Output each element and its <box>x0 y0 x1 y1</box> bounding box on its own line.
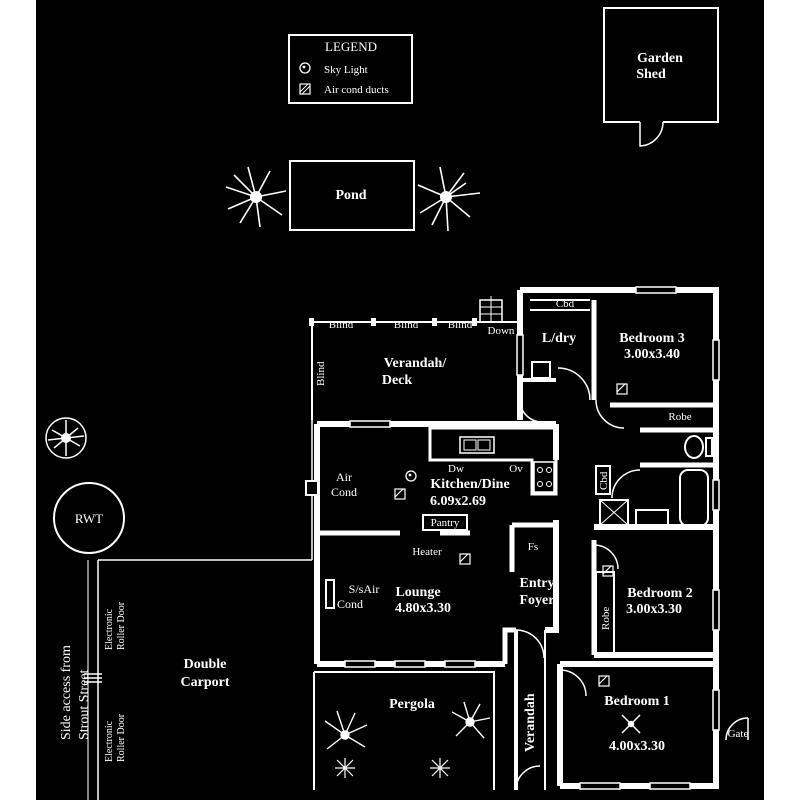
side-access-label-2: Strout Street <box>77 670 92 740</box>
air-cond-label-1: Air <box>336 470 352 484</box>
plan-background <box>36 0 764 800</box>
roller-door-bottom-label-1: Electronic <box>104 720 115 762</box>
tree-icon <box>45 417 87 459</box>
cbd-label: Cbd <box>556 298 575 310</box>
blind-label: Blind <box>394 319 419 331</box>
garden-shed: Garden Shed <box>603 7 719 147</box>
side-access-label-1: Side access from <box>59 645 74 740</box>
legend-title: LEGEND <box>325 39 377 54</box>
blind-label: Blind <box>329 319 354 331</box>
legend-sky-light-label: Sky Light <box>324 64 368 76</box>
bedroom3-name: Bedroom 3 <box>619 331 684 346</box>
ceiling-fan-icon <box>621 714 641 734</box>
kitchen-name: Kitchen/Dine <box>430 477 509 492</box>
dw-label: Dw <box>448 463 464 475</box>
verandah-deck-label-2: Deck <box>382 373 413 388</box>
gate-label: Gate <box>728 728 749 740</box>
down-label: Down <box>488 325 515 337</box>
rwt-label: RWT <box>75 511 103 526</box>
garden-shed-label-1: Garden <box>637 51 683 66</box>
plant-icon <box>335 758 355 778</box>
ssair-cond-label-2: Cond <box>337 597 363 611</box>
pergola-label: Pergola <box>389 697 435 712</box>
entry-foyer-label-1: Entry <box>520 576 555 591</box>
sky-light-icon <box>405 470 417 482</box>
carport-label-2: Carport <box>181 675 230 690</box>
lounge-name: Lounge <box>395 585 440 600</box>
ssair-cond-label-1: S/sAir <box>349 582 380 596</box>
blind-label: Blind <box>448 319 473 331</box>
air-cond-duct-icon <box>299 83 311 95</box>
roller-door-top-label-2: Roller Door <box>116 601 127 650</box>
air-cond-label-2: Cond <box>331 485 357 499</box>
double-carport: Double Carport <box>181 657 230 690</box>
legend: LEGEND Sky Light Air cond ducts <box>288 34 413 104</box>
carport-label-1: Double <box>184 657 227 672</box>
bedroom2-robe-label: Robe <box>600 607 612 630</box>
verandah-deck-label-1: Verandah/ <box>384 356 448 371</box>
rainwater-tank: RWT <box>53 482 125 554</box>
robe-label: Robe <box>668 411 691 423</box>
bedroom1-size: 4.00x3.30 <box>609 739 665 754</box>
air-cond-duct-icon <box>394 383 628 687</box>
bedroom2-size: 3.00x3.30 <box>626 602 682 617</box>
roller-door-bottom-label-2: Roller Door <box>116 713 127 762</box>
bathroom-cbd-label: Cbd <box>598 471 610 490</box>
windows <box>344 286 720 790</box>
bedroom1-name: Bedroom 1 <box>604 694 669 709</box>
pond-label: Pond <box>335 188 366 203</box>
plant-icon <box>430 758 450 778</box>
palm-plant-icon <box>417 166 481 232</box>
roller-door-top-label-1: Electronic <box>104 608 115 650</box>
sky-light-icon <box>299 62 311 74</box>
ldry-label: L/dry <box>542 331 576 346</box>
fs-label: Fs <box>528 541 538 553</box>
plant-icon <box>324 710 368 750</box>
lounge-size: 4.80x3.30 <box>395 601 451 616</box>
ov-label: Ov <box>509 463 523 475</box>
legend-air-cond-label: Air cond ducts <box>324 84 389 96</box>
heater-label: Heater <box>412 546 442 558</box>
kitchen-size: 6.09x2.69 <box>430 494 486 509</box>
pantry-label: Pantry <box>431 517 460 529</box>
bedroom2-name: Bedroom 2 <box>627 586 692 601</box>
palm-plant-icon <box>225 166 287 228</box>
pond: Pond <box>289 160 415 231</box>
garden-shed-label-2: Shed <box>636 67 666 82</box>
verandah-label: Verandah <box>523 693 538 752</box>
entry-foyer-label-2: Foyer <box>520 593 555 608</box>
legend-box <box>288 34 413 104</box>
plant-icon <box>451 701 491 739</box>
blind-label: Blind <box>315 361 327 386</box>
house-walls <box>305 287 749 791</box>
bedroom3-size: 3.00x3.40 <box>624 347 680 362</box>
